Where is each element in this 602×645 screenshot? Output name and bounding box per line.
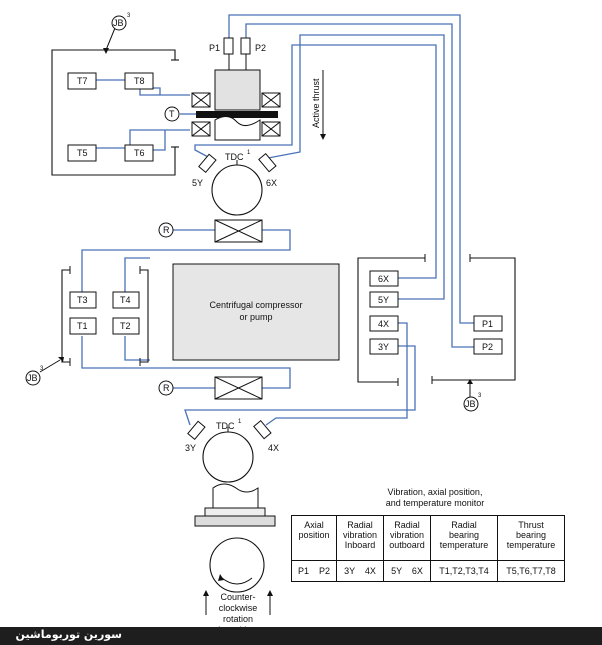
- channel-p1-label: P1: [482, 319, 493, 329]
- header-thrust-bearing-temp: Thrust bearing temperature: [497, 515, 565, 561]
- value-thrust-bearing-temp: T5,T6,T7,T8: [497, 560, 565, 582]
- bottom-bar: سورین توربوماشین: [0, 627, 602, 645]
- r-upper-label: R: [163, 225, 170, 235]
- probe-4x-label: 4X: [268, 443, 279, 453]
- tdc-upper-label: TDC: [225, 152, 244, 162]
- sensor-t5: [67, 144, 97, 162]
- svg-text:rotation: rotation: [223, 614, 253, 624]
- tdc-lower-label: TDC: [216, 421, 235, 431]
- jb-left-icon: [25, 370, 41, 386]
- jb-leaders: [39, 27, 473, 398]
- monitor-channels: 6X 5Y 4X 3Y P1 P2: [369, 270, 503, 355]
- watermark-text: سورین توربوماشین: [15, 628, 122, 641]
- sensor-t1-label: T1: [77, 321, 88, 331]
- sensor-t8: [124, 72, 154, 90]
- channel-p2-label: P2: [482, 342, 493, 352]
- sensor-t1: [69, 317, 97, 335]
- p1-label: P1: [209, 43, 220, 53]
- sensor-t2: [112, 317, 140, 335]
- channel-3y-label: 3Y: [378, 342, 389, 352]
- jb-upper-label: JB: [113, 18, 124, 28]
- tdc-lower-note: 1: [238, 419, 242, 425]
- upper-shaft-end: TDC 1 5Y 6X: [192, 150, 277, 216]
- header-radial-inboard: Radial vibration Inboard: [336, 515, 384, 561]
- probe-3y-label: 3Y: [185, 443, 196, 453]
- machine-label-line2: or pump: [239, 312, 272, 322]
- phase-marker-label: T: [169, 109, 175, 119]
- channel-6x-label: 6X: [378, 274, 389, 284]
- sensor-t3: [69, 291, 97, 309]
- probe-5y-label: 5Y: [192, 178, 203, 188]
- channel-6x: [369, 270, 399, 287]
- value-radial-bearing-temp: T1,T2,T3,T4: [430, 560, 498, 582]
- channel-4x: [369, 315, 399, 332]
- monitor-title: Vibration, axial position, and temperatu…: [385, 487, 485, 508]
- channel-p1: [473, 315, 503, 332]
- upper-bearing-r: R: [158, 219, 263, 243]
- machine-label-line1: Centrifugal compressor: [209, 300, 302, 310]
- sensor-t4: [112, 291, 140, 309]
- jb-right-icon: [463, 396, 479, 412]
- jb-left-note: 3: [40, 366, 44, 372]
- sensor-t3-label: T3: [77, 295, 88, 305]
- value-axial-position: P1 P2: [291, 560, 337, 582]
- pressure-taps: P1 P2: [209, 37, 266, 70]
- sensor-t7-label: T7: [77, 76, 88, 86]
- sensor-t8-label: T8: [134, 76, 145, 86]
- sensor-t4-label: T4: [120, 295, 131, 305]
- shaft-end-view: [194, 483, 276, 615]
- svg-text:Counter-: Counter-: [220, 592, 255, 602]
- sensor-t6: [124, 144, 154, 162]
- journal-temp-sensors: T3 T4 T1 T2: [69, 291, 140, 335]
- p2-label: P2: [255, 43, 266, 53]
- channel-5y: [369, 291, 399, 308]
- monitor-table: Axial position Radial vibration Inboard …: [291, 515, 565, 582]
- sensor-t5-label: T5: [77, 148, 88, 158]
- thrust-bearing-assembly: [191, 69, 281, 141]
- r-lower-label: R: [163, 383, 170, 393]
- header-radial-outboard: Radial vibration outboard: [383, 515, 431, 561]
- jb-right-note: 3: [478, 393, 482, 399]
- header-radial-bearing-temp: Radial bearing temperature: [430, 515, 498, 561]
- jb-upper-icon: [111, 15, 127, 31]
- active-thrust: Active thrust: [311, 70, 326, 140]
- jb-upper-note: 3: [127, 13, 131, 19]
- junction-box-outlines: [51, 49, 516, 386]
- phase-marker: T: [164, 106, 180, 122]
- r-upper-icon: [158, 222, 174, 238]
- channel-3y: [369, 338, 399, 355]
- sensor-t2-label: T2: [120, 321, 131, 331]
- channel-p2: [473, 338, 503, 355]
- active-thrust-label: Active thrust: [311, 78, 321, 128]
- channel-4x-label: 4X: [378, 319, 389, 329]
- value-radial-outboard: 5Y 6X: [383, 560, 431, 582]
- lower-shaft-end: TDC 1 3Y 4X: [185, 419, 279, 483]
- signal-wires: [81, 14, 474, 426]
- svg-text:clockwise: clockwise: [219, 603, 258, 613]
- lower-bearing-r: R: [158, 376, 263, 400]
- centrifugal-machine: Centrifugal compressor or pump: [172, 263, 340, 361]
- channel-5y-label: 5Y: [378, 295, 389, 305]
- value-radial-inboard: 3Y 4X: [336, 560, 384, 582]
- thrust-temp-sensors: T7 T8 T5 T6: [67, 72, 154, 162]
- phase-marker-icon: [164, 106, 180, 122]
- probe-6x-label: 6X: [266, 178, 277, 188]
- sensor-t6-label: T6: [134, 148, 145, 158]
- header-axial-position: Axial position: [291, 515, 337, 561]
- jb-left-label: JB: [27, 373, 38, 383]
- jb-right-label: JB: [465, 399, 476, 409]
- sensor-t7: [67, 72, 97, 90]
- tdc-upper-note: 1: [247, 150, 251, 156]
- r-lower-icon: [158, 380, 174, 396]
